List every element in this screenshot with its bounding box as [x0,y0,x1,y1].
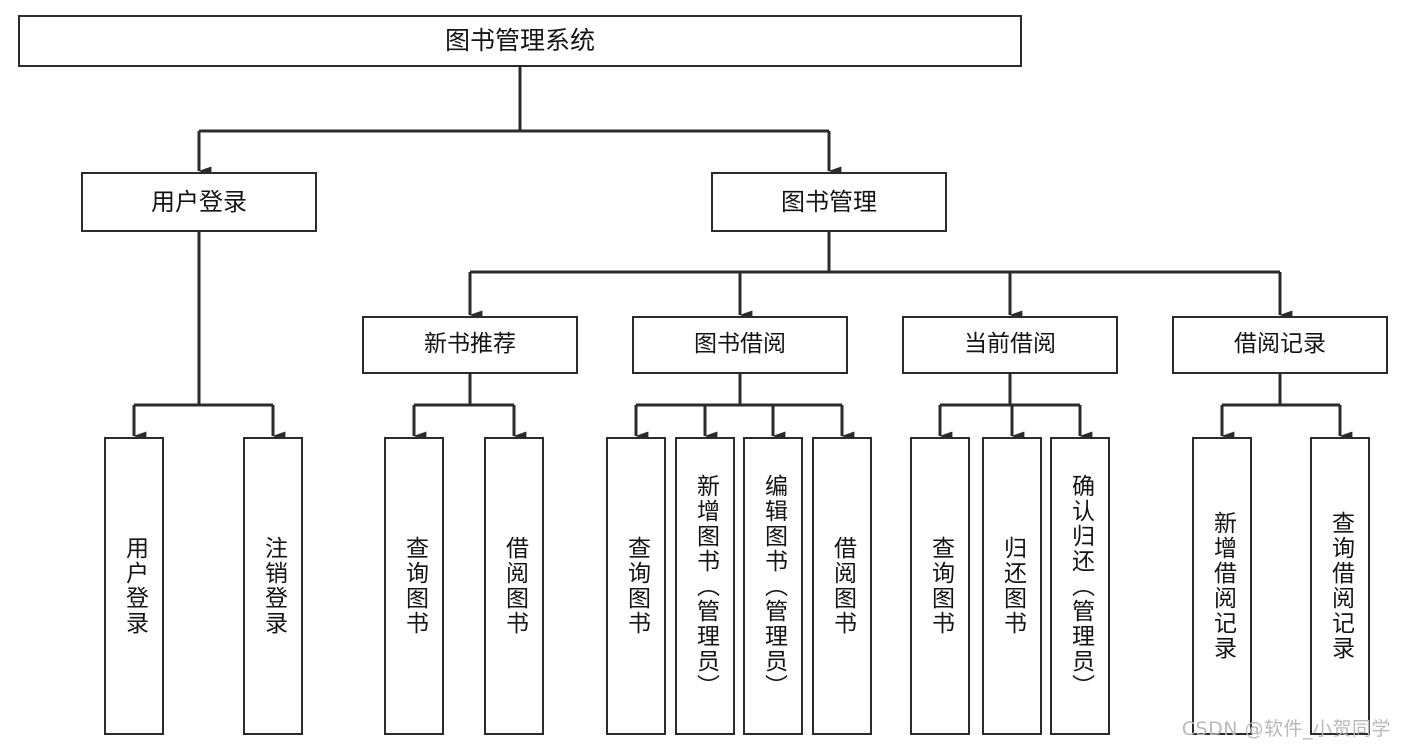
node-leaf-user-login-label: 用户登录 [121,536,148,636]
node-leaf-confirm-return-label: 确认归还（管理员） [1067,473,1094,699]
node-leaf-edit-book[interactable]: 编辑图书（管理员） [743,437,803,735]
node-root-system[interactable]: 图书管理系统 [18,15,1022,67]
node-leaf-user-login[interactable]: 用户登录 [104,437,164,735]
node-leaf-add-record-label: 新增借阅记录 [1209,511,1236,661]
node-leaf-query-book-a-label: 查询图书 [401,536,428,636]
node-current-borrow-label: 当前借阅 [964,331,1056,358]
node-leaf-add-record[interactable]: 新增借阅记录 [1192,437,1252,735]
node-leaf-logout-login[interactable]: 注销登录 [243,437,303,735]
node-leaf-borrow-book-a-label: 借阅图书 [501,536,528,636]
node-user-login[interactable]: 用户登录 [81,172,317,232]
node-leaf-query-book-b-label: 查询图书 [623,536,650,636]
node-leaf-borrow-book-b-label: 借阅图书 [829,536,856,636]
node-leaf-query-book-c-label: 查询图书 [927,536,954,636]
node-borrow-record-label: 借阅记录 [1234,331,1326,358]
node-leaf-query-book-a[interactable]: 查询图书 [384,437,444,735]
node-root-system-label: 图书管理系统 [444,26,595,56]
node-leaf-borrow-book-a[interactable]: 借阅图书 [484,437,544,735]
node-book-manage-label: 图书管理 [781,187,877,216]
node-leaf-return-book[interactable]: 归还图书 [982,437,1042,735]
node-leaf-edit-book-label: 编辑图书（管理员） [760,473,787,699]
node-book-borrow[interactable]: 图书借阅 [632,316,848,374]
node-leaf-return-book-label: 归还图书 [999,536,1026,636]
node-user-login-label: 用户登录 [151,187,247,216]
node-leaf-query-book-c[interactable]: 查询图书 [910,437,970,735]
node-leaf-confirm-return[interactable]: 确认归还（管理员） [1050,437,1110,735]
node-leaf-add-book-label: 新增图书（管理员） [692,473,719,699]
node-leaf-add-book[interactable]: 新增图书（管理员） [675,437,735,735]
node-leaf-query-book-b[interactable]: 查询图书 [606,437,666,735]
node-book-manage[interactable]: 图书管理 [711,172,947,232]
node-leaf-borrow-book-b[interactable]: 借阅图书 [812,437,872,735]
node-leaf-logout-login-label: 注销登录 [260,536,287,636]
node-new-book-recommend-label: 新书推荐 [424,331,516,358]
node-borrow-record[interactable]: 借阅记录 [1172,316,1388,374]
node-new-book-recommend[interactable]: 新书推荐 [362,316,578,374]
node-current-borrow[interactable]: 当前借阅 [902,316,1118,374]
node-book-borrow-label: 图书借阅 [694,331,786,358]
watermark-text: CSDN @软件_小贺同学 [1181,718,1391,740]
node-leaf-query-record-label: 查询借阅记录 [1327,511,1354,661]
node-leaf-query-record[interactable]: 查询借阅记录 [1310,437,1370,735]
